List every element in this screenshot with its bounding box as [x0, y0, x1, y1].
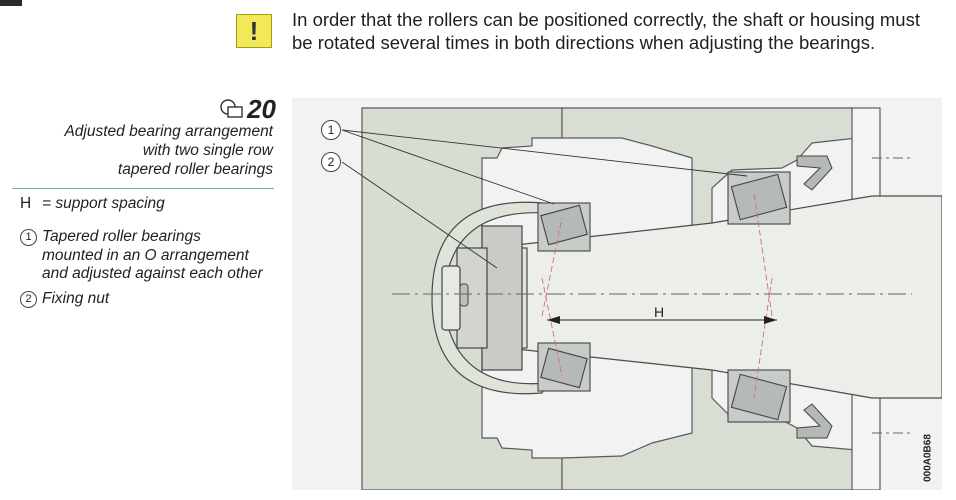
legend-item-2: 2 Fixing nut [20, 290, 280, 309]
legend-item-1: 1 Tapered roller bearings mounted in an … [20, 228, 280, 284]
figure-number: 20 [206, 92, 276, 126]
drawing-code-text: 000A0B68 [922, 434, 934, 482]
legend-text: = support spacing [42, 195, 165, 212]
caption-line: with two single row [142, 142, 273, 159]
legend-key: 1 [20, 229, 37, 246]
figure-number-value: 20 [247, 93, 276, 124]
figure-caption: Adjusted bearing arrangement with two si… [0, 122, 273, 179]
legend-item-h: H = support spacing [20, 194, 165, 214]
corner-mark [0, 0, 22, 6]
figure-icon [220, 99, 243, 118]
bearing-cross-section [341, 107, 943, 491]
callout-1: 1 [321, 120, 341, 140]
legend-text: and adjusted against each other [42, 265, 263, 282]
legend-text: Tapered roller bearings [42, 228, 201, 245]
legend-key: H [20, 195, 32, 212]
exclamation-warning-icon: ! [236, 14, 272, 48]
adjustment-note: In order that the rollers can be positio… [292, 9, 920, 53]
caption-divider [12, 188, 274, 189]
legend-text: mounted in an O arrangement [42, 246, 249, 264]
callout-2: 2 [321, 152, 341, 172]
legend-text: Fixing nut [42, 290, 110, 307]
drawing-code: 000A0B68 [917, 428, 939, 488]
bearing-drawing: 1 2 H [292, 98, 943, 491]
legend-key: 2 [20, 291, 37, 308]
dimension-label-h: H [654, 304, 665, 320]
caption-line: Adjusted bearing arrangement [64, 123, 273, 140]
caption-line: tapered roller bearings [117, 161, 273, 178]
